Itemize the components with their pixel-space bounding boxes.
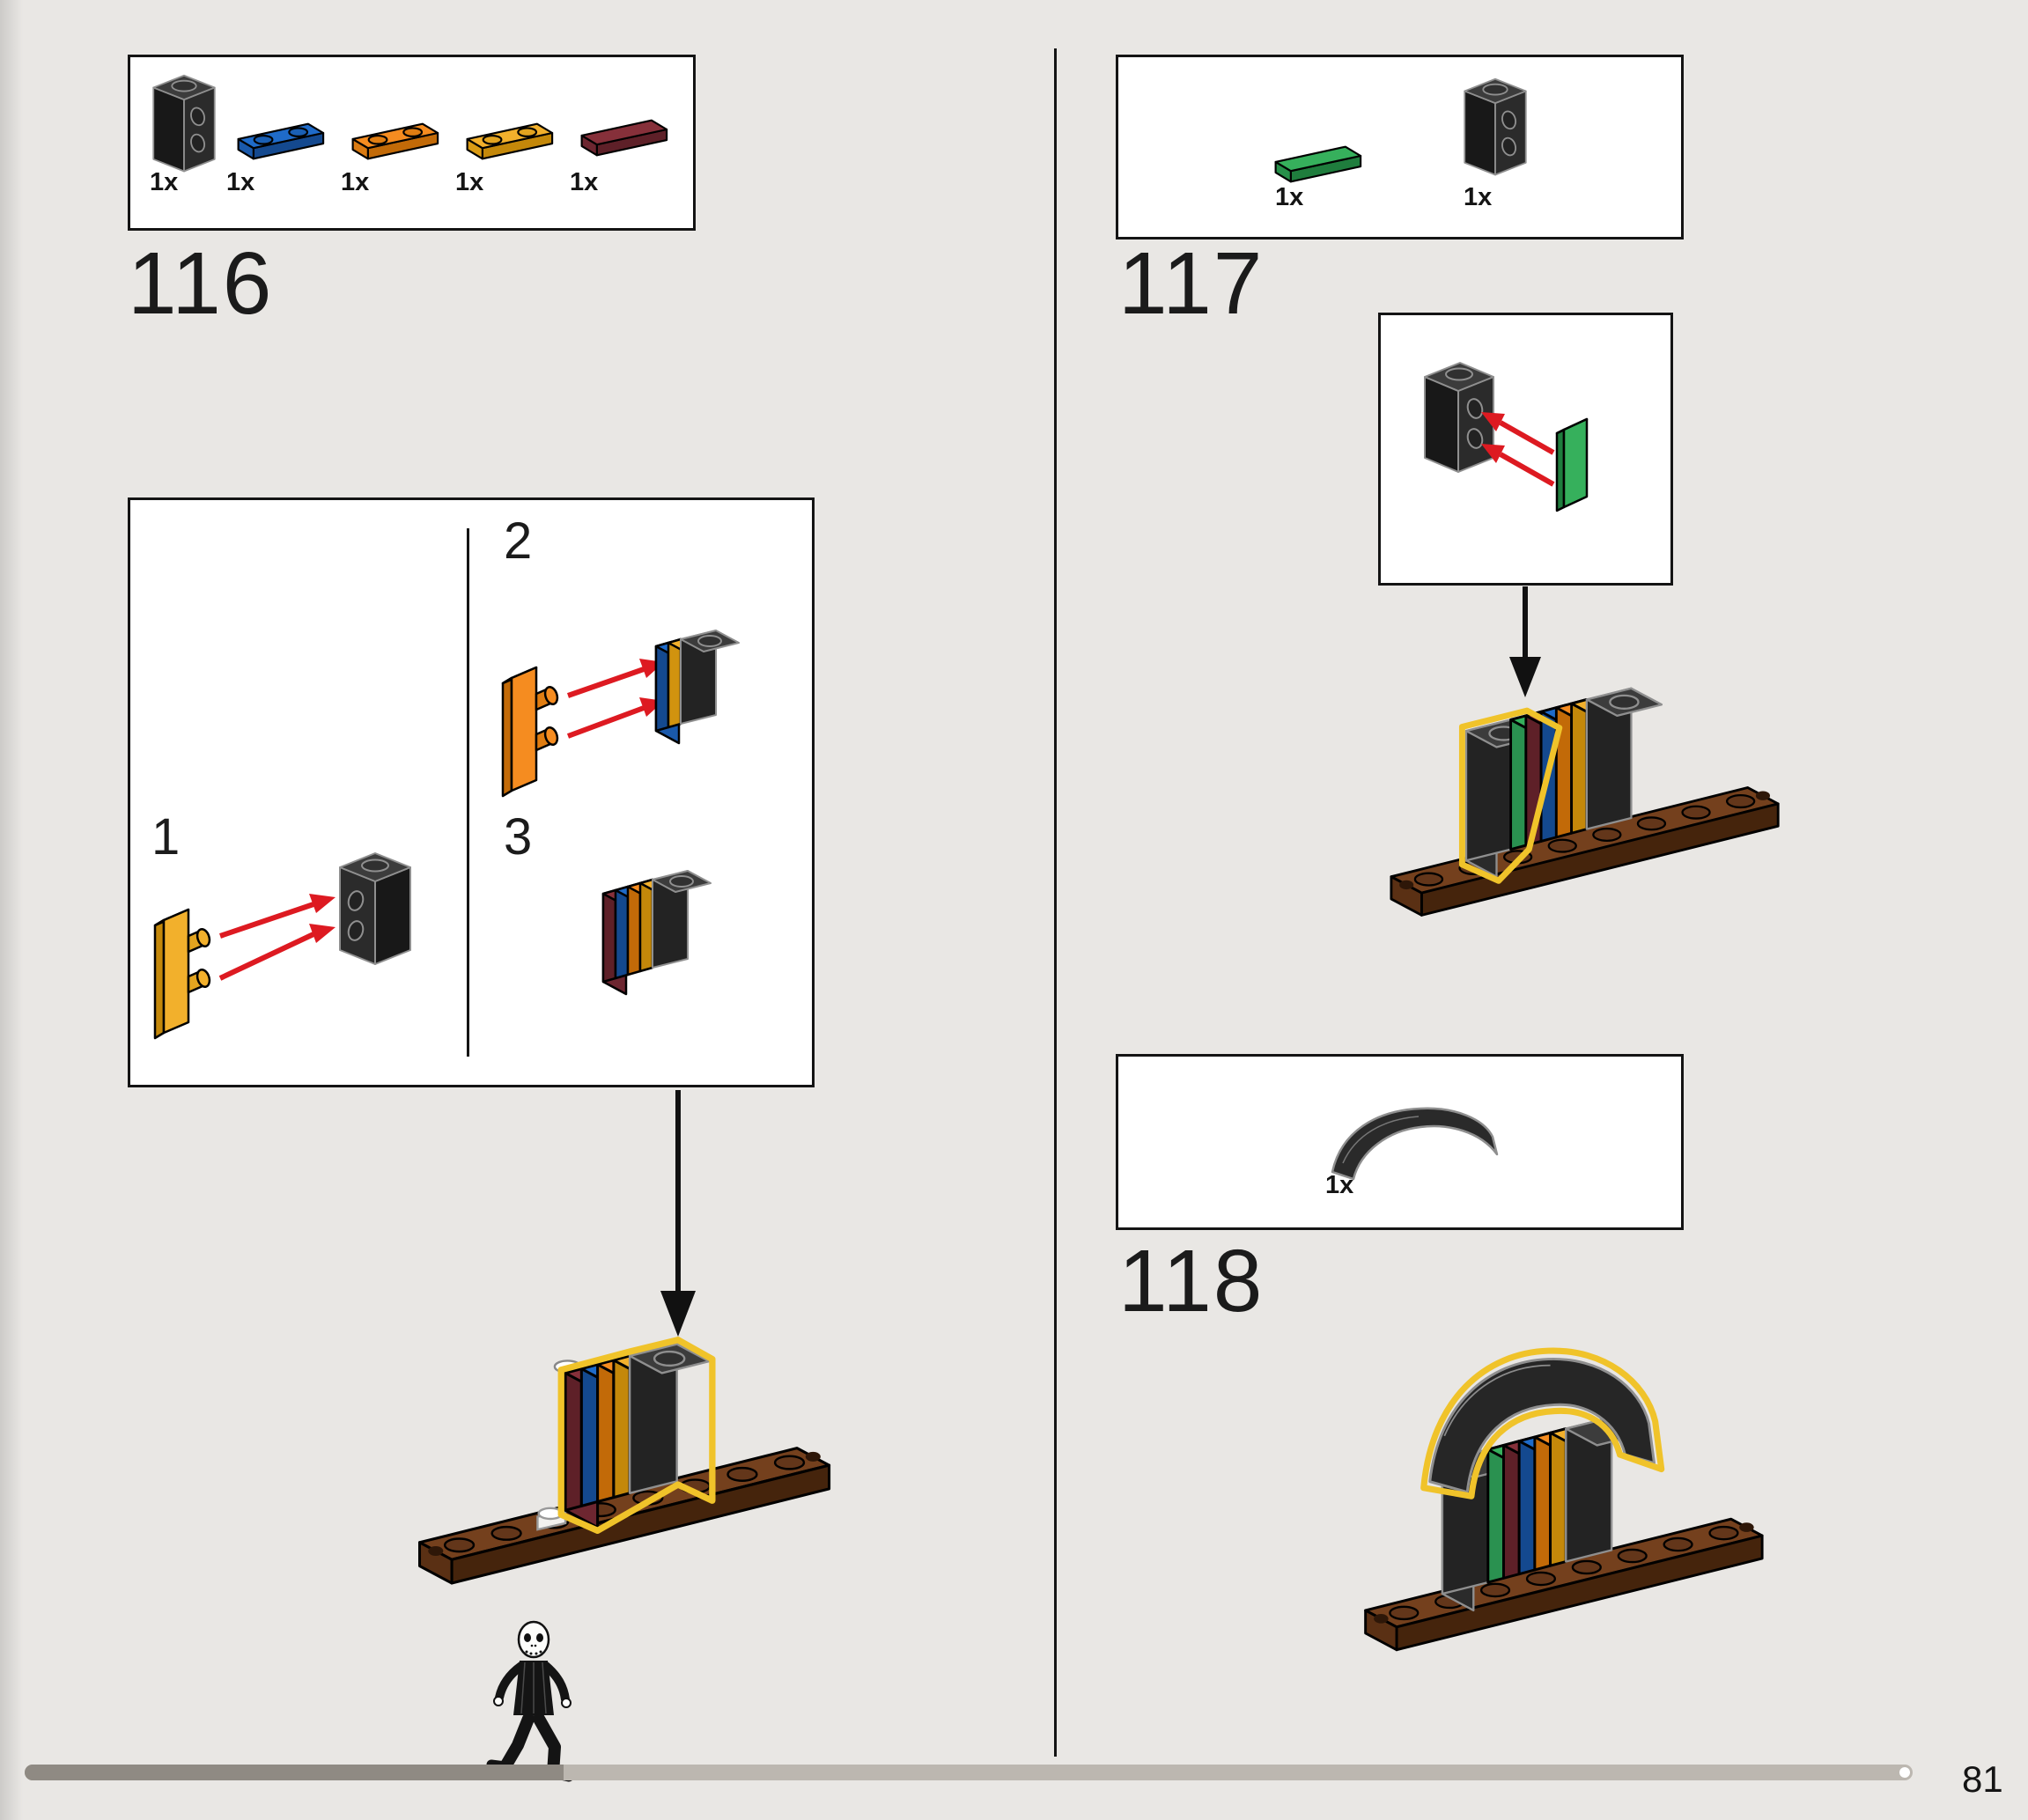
highlight-outline bbox=[557, 1337, 716, 1535]
substep-divider bbox=[467, 528, 469, 1057]
orange-plate-vertical-icon bbox=[501, 666, 559, 798]
red-arrow-icon bbox=[218, 902, 315, 981]
orange-plate-icon bbox=[351, 122, 439, 160]
curved-slope-on-top-icon bbox=[1428, 1358, 1656, 1493]
highlight-outline bbox=[1420, 1347, 1665, 1499]
minifigure-icon bbox=[486, 1620, 574, 1782]
finished-stack-icon bbox=[601, 878, 677, 996]
yellow-plate-icon bbox=[466, 122, 554, 160]
step-number-116: 116 bbox=[128, 234, 274, 333]
part-count: 1x bbox=[1464, 183, 1493, 211]
green-tile-icon bbox=[1274, 145, 1362, 183]
column-divider bbox=[1054, 48, 1057, 1757]
step-number-118: 118 bbox=[1118, 1232, 1265, 1330]
down-arrow-icon bbox=[1509, 586, 1541, 697]
substep-2-diagram bbox=[501, 630, 740, 798]
red-arrow-icon bbox=[1499, 420, 1555, 487]
green-tile-vertical-icon bbox=[1555, 417, 1589, 512]
part-count: 1x bbox=[150, 168, 179, 196]
black-brick-side-studs-icon bbox=[152, 74, 216, 173]
progress-bar bbox=[25, 1765, 1913, 1780]
part-count: 1x bbox=[1325, 1171, 1354, 1199]
substep-1-label: 1 bbox=[151, 808, 181, 866]
black-brick-side-studs-icon bbox=[339, 852, 411, 965]
parts-box-118 bbox=[1116, 1054, 1684, 1230]
dark-red-tile-icon bbox=[580, 119, 668, 157]
substep-1-diagram bbox=[153, 852, 411, 1040]
black-brick-side-studs-icon bbox=[1424, 362, 1494, 473]
progress-end-cap bbox=[1899, 1767, 1910, 1778]
substeps-box-116 bbox=[128, 497, 815, 1087]
yellow-plate-vertical-icon bbox=[153, 908, 211, 1040]
part-count: 1x bbox=[455, 168, 484, 196]
assembly-117-diagram bbox=[1390, 687, 1780, 917]
inset-117-diagram bbox=[1424, 362, 1589, 512]
progress-fill bbox=[25, 1765, 564, 1780]
black-brick-side-studs-icon bbox=[1464, 77, 1527, 176]
step-number-117: 117 bbox=[1118, 234, 1265, 333]
blue-plate-icon bbox=[237, 122, 325, 160]
substep-3-label: 3 bbox=[504, 808, 533, 866]
page-number: 81 bbox=[1962, 1758, 2003, 1800]
page-edge-shade bbox=[0, 0, 23, 1820]
part-count: 1x bbox=[570, 168, 599, 196]
assembly-118-diagram bbox=[1364, 1347, 1764, 1652]
part-count: 1x bbox=[341, 168, 370, 196]
substep-2-label: 2 bbox=[504, 512, 533, 570]
book-stack-icon bbox=[1486, 1427, 1599, 1584]
book-stack-icon bbox=[564, 1354, 664, 1529]
down-arrow-icon bbox=[660, 1090, 696, 1337]
black-curved-slope-icon bbox=[1331, 1107, 1499, 1181]
part-count: 1x bbox=[1275, 183, 1304, 211]
red-arrow-icon bbox=[566, 667, 645, 739]
part-count: 1x bbox=[226, 168, 255, 196]
highlight-outline bbox=[1458, 707, 1563, 884]
assembly-116-diagram bbox=[417, 1337, 831, 1585]
parts-box-117 bbox=[1116, 55, 1684, 239]
substep-3-diagram bbox=[601, 870, 712, 996]
